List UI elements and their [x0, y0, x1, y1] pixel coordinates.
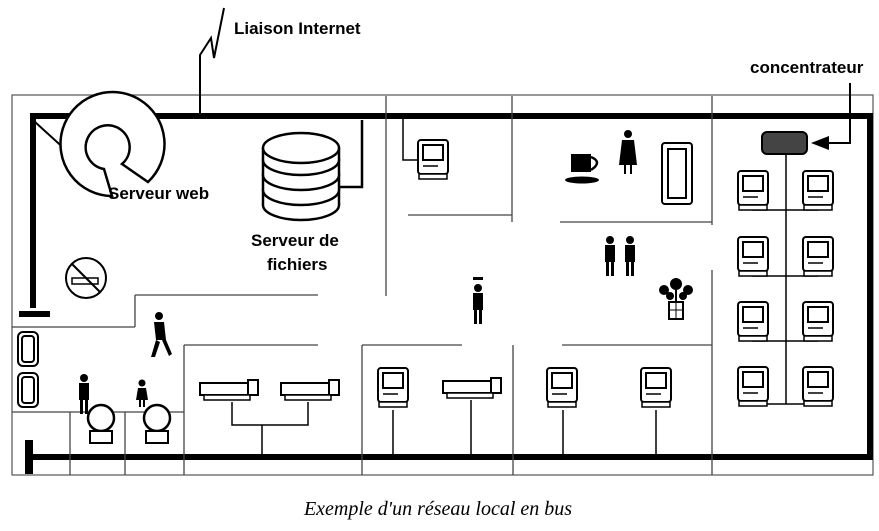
person-icon	[625, 236, 635, 276]
computer-icon	[737, 170, 769, 211]
printer-icon	[280, 379, 340, 401]
web-server-label: Serveur web	[108, 184, 209, 203]
computer-icon	[640, 367, 672, 408]
person-icon	[473, 277, 483, 324]
door-icon	[17, 372, 39, 408]
web-server-icon	[34, 90, 166, 198]
coffee-cup-icon	[565, 154, 599, 184]
person-icon	[151, 312, 172, 357]
hub-label: concentrateur	[750, 58, 864, 77]
printer-icon	[199, 379, 259, 401]
internet-label: Liaison Internet	[234, 19, 361, 38]
network-bus	[30, 113, 873, 460]
computer-icon	[802, 236, 834, 277]
computer-icon	[737, 236, 769, 277]
computer-icon	[737, 301, 769, 342]
person-icon	[619, 130, 637, 174]
file-server-label-line1: Serveur de	[251, 231, 339, 250]
computer-icon	[802, 170, 834, 211]
file-server-label-line2: fichiers	[267, 255, 327, 274]
computer-icon	[417, 139, 449, 180]
internet-link-icon	[199, 7, 225, 114]
door-icon	[17, 331, 39, 367]
no-smoking-icon	[65, 257, 107, 299]
person-icon	[605, 236, 615, 276]
printer-icon	[442, 377, 502, 399]
hub-icon	[761, 131, 808, 155]
computer-icon	[546, 367, 578, 408]
sofa-icon	[661, 142, 693, 205]
toilet-icon	[86, 403, 116, 444]
person-icon	[136, 379, 148, 407]
file-server-icon	[261, 120, 364, 222]
plant-icon	[659, 278, 693, 320]
computer-icon	[377, 367, 409, 408]
person-icon	[79, 374, 89, 414]
toilet-icon	[142, 403, 172, 444]
diagram-caption: Exemple d'un réseau local en bus	[303, 498, 572, 520]
computer-icon	[802, 301, 834, 342]
computer-icon	[802, 366, 834, 407]
computer-icon	[737, 366, 769, 407]
